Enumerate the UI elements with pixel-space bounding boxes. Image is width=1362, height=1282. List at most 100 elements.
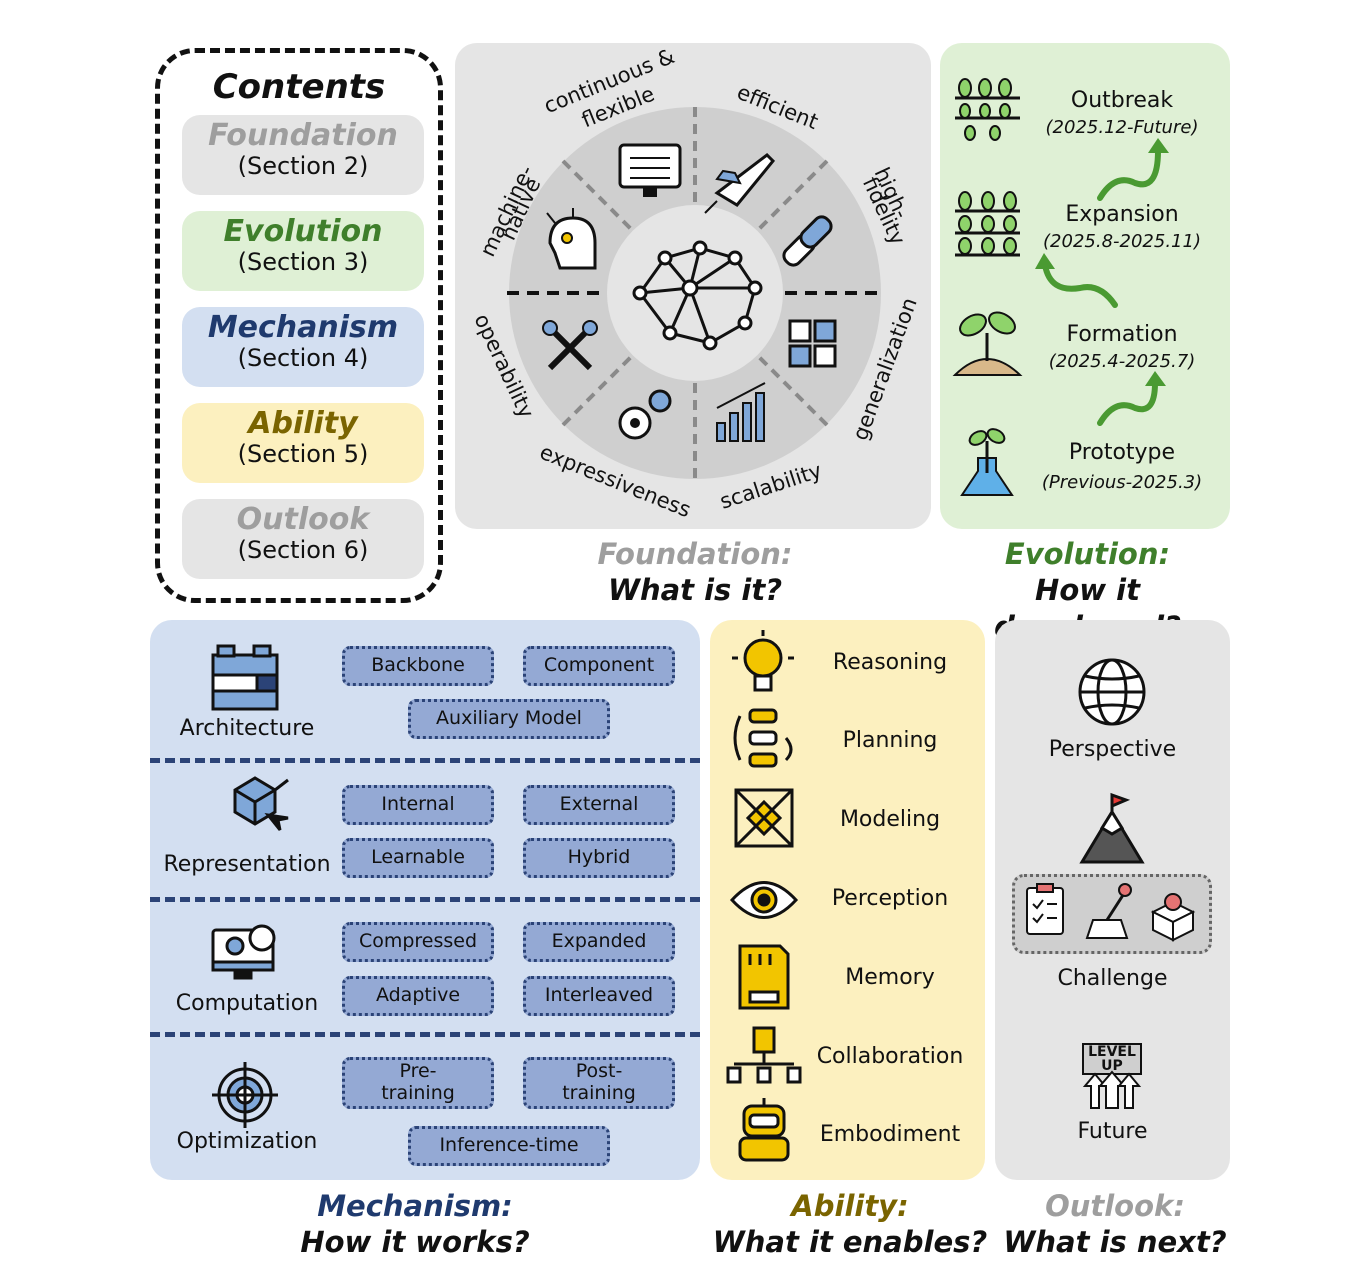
grid-blocks-icon <box>788 319 837 368</box>
crop-rows-icon <box>955 191 1020 257</box>
mech-label-computation: Computation <box>175 991 319 1016</box>
toc-foundation[interactable]: Foundation (Section 2) <box>182 115 424 195</box>
lightbulb-icon <box>732 630 794 692</box>
toc-outlook-title: Outlook <box>236 502 370 537</box>
outlook-perspective: Perspective <box>1048 737 1177 762</box>
foundation-caption: Foundation: What is it? <box>560 536 830 609</box>
toc-evolution-title: Evolution <box>223 214 383 249</box>
modeling-cube-icon <box>734 788 794 848</box>
level-up-text: LEVEL UP <box>1083 1045 1141 1073</box>
tag-pre-training[interactable]: Pre- training <box>342 1057 494 1109</box>
arrow-up-3 <box>1097 148 1161 201</box>
stage-formation-date: (2025.4-2025.7) <box>1048 351 1196 372</box>
bar-growth-icon <box>716 382 766 442</box>
tag-auxiliary-model[interactable]: Auxiliary Model <box>408 699 610 739</box>
level-up-line2: UP <box>1101 1058 1123 1074</box>
outlook-caption: Outlook: What is next? <box>995 1188 1235 1261</box>
tag-external[interactable]: External <box>523 785 675 825</box>
ability-caption-title: Ability: <box>791 1189 909 1223</box>
toc-mechanism-section: (Section 4) <box>237 344 369 372</box>
stage-expansion-name: Expansion <box>1065 202 1179 227</box>
ability-collaboration: Collaboration <box>816 1044 964 1069</box>
mechanism-divider <box>150 758 700 763</box>
contents-title: Contents <box>212 67 386 107</box>
outlook-future: Future <box>1077 1119 1148 1144</box>
arrow-up-1 <box>1097 380 1158 426</box>
tag-learnable[interactable]: Learnable <box>342 838 494 878</box>
stage-prototype-name: Prototype <box>1068 440 1176 465</box>
robot-icon <box>738 1098 790 1162</box>
flask-sprout-icon <box>960 428 1014 496</box>
tag-hybrid[interactable]: Hybrid <box>523 838 675 878</box>
gears-icon <box>618 389 672 440</box>
mechanism-divider <box>150 897 700 902</box>
arrow-up-2 <box>1042 262 1118 308</box>
box-surprise-icon <box>1150 893 1196 942</box>
toc-foundation-title: Foundation <box>208 118 398 153</box>
tag-component[interactable]: Component <box>523 646 675 686</box>
tag-inference-time[interactable]: Inference-time <box>408 1126 610 1166</box>
ability-icons <box>726 630 802 1162</box>
airplane-icon <box>704 153 776 214</box>
toc-ability[interactable]: Ability (Section 5) <box>182 403 424 483</box>
toc-foundation-section: (Section 2) <box>237 152 369 180</box>
building-blocks-icon <box>211 644 279 711</box>
outlook-caption-title: Outlook: <box>1045 1189 1185 1223</box>
mechanism-caption-question: How it works? <box>300 1225 530 1260</box>
outlook-caption-question: What is next? <box>1003 1225 1227 1260</box>
target-icon <box>212 1062 278 1128</box>
sprout-icon <box>952 311 1023 376</box>
mechanism-caption: Mechanism: How it works? <box>275 1188 555 1261</box>
ability-memory: Memory <box>845 965 935 990</box>
mech-label-optimization: Optimization <box>176 1129 318 1154</box>
toc-outlook-section: (Section 6) <box>237 536 369 564</box>
mech-label-representation: Representation <box>163 852 331 877</box>
stage-formation-name: Formation <box>1066 322 1178 347</box>
ability-modeling: Modeling <box>839 807 941 832</box>
toc-ability-title: Ability <box>248 406 358 441</box>
lever-icon <box>1085 883 1132 939</box>
toc-evolution-section: (Section 3) <box>237 248 369 276</box>
level-up-icon <box>1082 1043 1142 1109</box>
ability-embodiment: Embodiment <box>819 1122 961 1147</box>
dense-crops-icon <box>955 78 1020 141</box>
foundation-caption-question: What is it? <box>607 573 783 608</box>
toc-mechanism[interactable]: Mechanism (Section 4) <box>182 307 424 387</box>
checklist-icon <box>1026 883 1064 935</box>
ai-head-icon <box>546 208 597 270</box>
stage-prototype-date: (Previous-2025.3) <box>1041 472 1203 493</box>
tag-expanded[interactable]: Expanded <box>523 922 675 962</box>
tag-backbone[interactable]: Backbone <box>342 646 494 686</box>
ability-reasoning: Reasoning <box>832 650 948 675</box>
toc-mechanism-title: Mechanism <box>207 310 399 345</box>
cube-network-icon <box>233 776 289 831</box>
tag-adaptive[interactable]: Adaptive <box>342 976 494 1016</box>
ability-caption-question: What it enables? <box>712 1225 988 1260</box>
tools-icon <box>542 320 598 371</box>
monitor-icon <box>618 143 682 197</box>
ability-caption: Ability: What it enables? <box>705 1188 995 1261</box>
tag-post-training[interactable]: Post- training <box>523 1057 675 1109</box>
globe-icon <box>1078 658 1146 726</box>
mountain-flag-icon <box>1079 792 1145 864</box>
level-up-line1: LEVEL <box>1088 1044 1136 1060</box>
toc-evolution[interactable]: Evolution (Section 3) <box>182 211 424 291</box>
toc-outlook[interactable]: Outlook (Section 6) <box>182 499 424 579</box>
tag-compressed[interactable]: Compressed <box>342 922 494 962</box>
tag-interleaved[interactable]: Interleaved <box>523 976 675 1016</box>
mechanism-icons <box>211 644 289 1128</box>
mech-label-architecture: Architecture <box>179 716 315 741</box>
link-icon <box>782 215 833 267</box>
evolution-caption-title: Evolution: <box>1004 537 1171 571</box>
stage-outbreak-date: (2025.12-Future) <box>1045 117 1199 138</box>
foundation-caption-title: Foundation: <box>597 537 793 571</box>
tag-internal[interactable]: Internal <box>342 785 494 825</box>
stage-expansion-date: (2025.8-2025.11) <box>1043 231 1201 252</box>
foundation-wheel <box>507 107 883 479</box>
stage-outbreak-name: Outbreak <box>1070 88 1174 113</box>
mechanism-divider <box>150 1032 700 1037</box>
evolution-graphics <box>952 78 1169 496</box>
contents-box: Contents Foundation (Section 2) Evolutio… <box>155 48 443 603</box>
computer-gears-icon <box>211 924 276 980</box>
outlook-challenge: Challenge <box>1057 966 1168 991</box>
